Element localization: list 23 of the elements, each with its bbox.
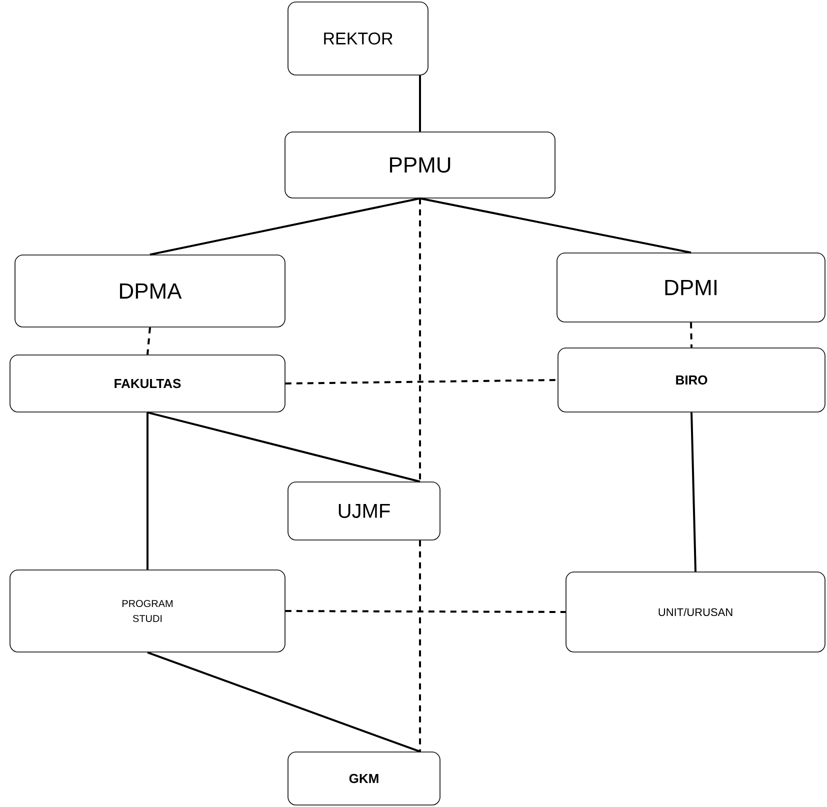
dashed-connector xyxy=(419,540,421,752)
dashed-connector xyxy=(146,327,151,355)
dashed-connector xyxy=(285,379,558,384)
org-box: GKM xyxy=(288,752,440,806)
connector-line xyxy=(146,412,148,570)
connector-line xyxy=(147,411,420,483)
org-box: BIRO xyxy=(558,348,826,412)
dashed-connector xyxy=(285,610,566,613)
org-box: FAKULTAS xyxy=(10,354,286,412)
org-box: UJMF xyxy=(288,482,440,540)
connector-line xyxy=(150,197,420,256)
connector-line xyxy=(690,412,696,572)
org-box: UNIT/URUSAN xyxy=(566,572,826,652)
org-box: REKTOR xyxy=(288,2,428,76)
org-box: DPMI xyxy=(556,252,826,322)
org-box: PPMU xyxy=(284,132,556,198)
connector-line xyxy=(419,75,421,132)
dashed-connector xyxy=(690,322,692,348)
org-box: DPMA xyxy=(14,254,286,328)
org-box: PROGRAM STUDI xyxy=(10,570,286,652)
connector-line xyxy=(147,651,420,753)
dashed-connector xyxy=(419,198,421,482)
connector-line xyxy=(420,197,692,254)
